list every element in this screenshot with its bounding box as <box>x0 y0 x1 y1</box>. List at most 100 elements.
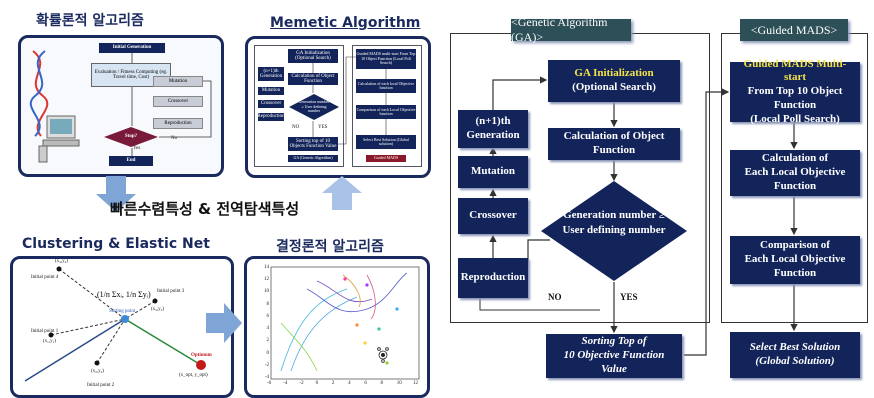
ga-initialization-box: GA Initialization (Optional Search) <box>548 60 680 102</box>
memetic-n1: (n+1)th Generation <box>258 67 284 81</box>
crossover-box: Crossover <box>153 96 203 107</box>
down-arrow-icon <box>96 176 136 212</box>
n1-generation-box: (n+1)th Generation <box>458 110 528 148</box>
reproduction-box: Reproduction <box>153 118 203 129</box>
sorting-line-1: Sorting Top of <box>581 335 647 348</box>
initial-point-2-label: Initial point 2 <box>87 383 115 388</box>
generation-decision-diamond <box>541 181 687 281</box>
contour-x-tick: -6 <box>267 381 272 386</box>
mads-multistart-box: Guided MADS Multi-start From Top 10 Obje… <box>730 58 860 125</box>
mads-select-line2: (Global Solution) <box>755 355 835 367</box>
mads-select-line1: Select Best Solution <box>749 341 841 354</box>
mutation-box-ga: Mutation <box>458 156 528 188</box>
contour-x-tick: 12 <box>413 381 418 386</box>
ga-init-title: GA Initialization <box>574 67 654 80</box>
reproduction-box-ga: Reproduction <box>458 258 528 298</box>
generation-decision-label: Generation number ≥ User defining number <box>562 208 666 238</box>
clustering-panel: (1/n Σxᵢ, 1/n Σyᵢ) Initial point 4 (x₄,y… <box>10 256 234 398</box>
contour-y-tick: 8 <box>266 301 270 307</box>
sorting-point-label: Sorting point <box>109 309 136 314</box>
ga-header: <Genetic Algorithm (GA)> <box>511 15 631 44</box>
memetic-ga-init: GA Initialization (Optional Search) <box>288 49 338 63</box>
initial-point-3-label: Initial point 3 <box>157 289 185 294</box>
mads-comp-line2: Each Local Objective Function <box>744 253 846 279</box>
yes-label-ga: YES <box>620 292 638 302</box>
memetic-crossover: Crossover <box>258 100 284 108</box>
contour-y-tick: 2 <box>266 338 270 344</box>
memetic-title: Memetic Algorithm <box>270 15 421 31</box>
contour-y-tick: 0 <box>266 350 270 356</box>
memetic-yes: YES <box>318 125 328 130</box>
contour-x-tick: 8 <box>380 381 384 386</box>
memetic-mads-label: Guided MADS <box>366 155 406 162</box>
mads-calc-box: Calculation of Each Local Objective Func… <box>730 150 860 196</box>
initial-point-1-label: Initial point 1 <box>31 329 59 334</box>
mads-start-title: Guided MADS Multi-start <box>743 57 847 84</box>
memetic-mads-region <box>352 45 422 167</box>
probabilistic-title: 확률론적 알고리즘 <box>36 13 144 29</box>
end-box: End <box>109 156 153 166</box>
contour-y-tick: 4 <box>266 326 270 332</box>
contour-x-tick: 4 <box>348 381 351 386</box>
dna-computer-illustration <box>29 50 80 163</box>
right-arrow-icon <box>206 303 242 343</box>
contour-x-tick: -4 <box>283 381 288 386</box>
memetic-calc: Calculation of Object Function <box>288 73 338 85</box>
coord-3-label: (x₃,y₃) <box>151 307 165 312</box>
memetic-decision-label: Generation number ≥ User defining number <box>298 99 330 114</box>
memetic-mads-select: Select Best Solution (Global solution) <box>356 135 416 149</box>
sorting-line-2: 10 Objective Function Value <box>563 349 665 375</box>
decision-line-1: Generation number ≥ <box>563 209 665 221</box>
mads-compare-box: Comparison of Each Local Objective Funct… <box>730 236 860 284</box>
memetic-mads-start: Guided MADS multi-start From Top 10 Obje… <box>356 49 416 69</box>
contour-y-tick: 14 <box>264 265 269 270</box>
mutation-box: Mutation <box>153 76 203 87</box>
coord-1-label: (x₁,y₁) <box>43 339 57 344</box>
memetic-mads-calc: Calculation of each local Objective func… <box>356 79 416 93</box>
contour-plot <box>270 266 420 380</box>
memetic-panel: GA Initialization (Optional Search) Calc… <box>245 36 431 178</box>
stop-label: Stop? <box>124 134 138 140</box>
characteristics-text: 빠른수렴특성 & 전역탐색특성 <box>110 200 300 218</box>
mads-calc-line2: Each Local Objective Function <box>744 166 846 192</box>
no-label: No <box>171 136 178 141</box>
contour-x-tick: 0 <box>315 381 319 386</box>
crossover-box-ga: Crossover <box>458 198 528 234</box>
initial-generation-box: Initial Generation <box>99 43 165 53</box>
memetic-mads-comp: Comparison of each Local Objective funct… <box>356 105 416 119</box>
yes-label: Yes <box>133 146 141 151</box>
elastic-net-diagram: (1/n Σxᵢ, 1/n Σyᵢ) <box>24 266 206 382</box>
contour-x-tick: 6 <box>364 381 367 386</box>
mads-select-box: Select Best Solution (Global Solution) <box>730 332 860 378</box>
initial-point-4-label: Initial point 4 <box>31 275 59 280</box>
sorting-box: Sorting Top of 10 Objective Function Val… <box>546 334 682 378</box>
no-label-ga: NO <box>548 292 562 302</box>
mads-comp-line1: Comparison of <box>760 239 830 252</box>
coord-2-label: (x₂,y₂) <box>91 369 105 374</box>
svg-text:(1/n Σxᵢ, 1/n Σyᵢ): (1/n Σxᵢ, 1/n Σyᵢ) <box>97 290 151 299</box>
contour-x-tick: 2 <box>331 381 335 386</box>
contour-x-tick: -2 <box>299 381 304 386</box>
memetic-reproduction: Reproduction <box>257 113 285 121</box>
decision-line-2: User defining number <box>562 223 666 236</box>
prob-flow-arrows <box>131 53 212 156</box>
memetic-arrows <box>312 56 387 145</box>
coord-4-label: (x₄,y₄) <box>55 259 69 264</box>
stop-diamond <box>104 127 158 147</box>
deterministic-panel: 14 12 10 8 6 4 2 0 -2 -4 -6 -4 -2 0 2 4 6 8 10 12 <box>244 256 430 398</box>
contour-y-tick: 12 <box>264 277 269 283</box>
memetic-mutation: Mutation <box>258 87 284 95</box>
clustering-title: Clustering & Elastic Net <box>22 236 210 252</box>
contour-y-tick: 6 <box>266 313 270 319</box>
mads-start-line3: (Local Poll Search) <box>750 112 840 125</box>
mads-start-line2: From Top 10 Object Function <box>747 85 843 111</box>
calc-object-function-box: Calculation of Object Function <box>548 128 680 160</box>
contour-y-tick: 10 <box>264 289 269 295</box>
contour-y-tick: -2 <box>264 362 269 368</box>
probabilistic-panel: Initial Generation Evaluation / Fitness … <box>18 35 224 177</box>
memetic-decision-diamond <box>289 94 339 120</box>
contour-x-tick: 10 <box>396 381 402 386</box>
contour-x-ticks: -6 -4 -2 0 2 4 6 8 10 12 <box>267 381 421 389</box>
memetic-sort: Sorting top of 10 Objects Function Value <box>288 137 338 151</box>
